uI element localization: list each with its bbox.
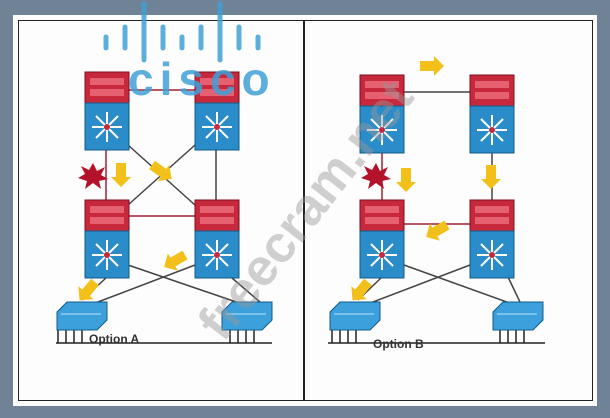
access-switch-icon [56, 301, 108, 331]
access-switch-icon [329, 301, 381, 331]
distribution-switch-icon [84, 199, 130, 279]
traffic-arrow-icon [146, 156, 178, 187]
traffic-arrow-icon [396, 168, 416, 192]
link-failure-icon [78, 163, 108, 189]
option-b-label: Option B [373, 337, 424, 351]
option-b-topology [328, 91, 545, 344]
cisco-watermark: cisco [128, 53, 276, 105]
option-divider [303, 20, 305, 401]
access-switch-icon [492, 301, 544, 331]
cisco-logo-icon [103, 1, 261, 63]
traffic-arrow-icon [420, 56, 444, 76]
traffic-arrow-icon [421, 216, 452, 246]
diagram-frame [18, 20, 593, 401]
traffic-arrow-icon [159, 246, 190, 276]
distribution-switch-icon [359, 199, 405, 279]
distribution-switch-icon [469, 199, 515, 279]
option-a-label: Option A [89, 332, 140, 346]
distribution-switch-icon [84, 71, 130, 151]
traffic-arrow-icon [481, 165, 501, 189]
traffic-arrow-icon [111, 163, 131, 187]
distribution-switch-icon [469, 74, 515, 154]
